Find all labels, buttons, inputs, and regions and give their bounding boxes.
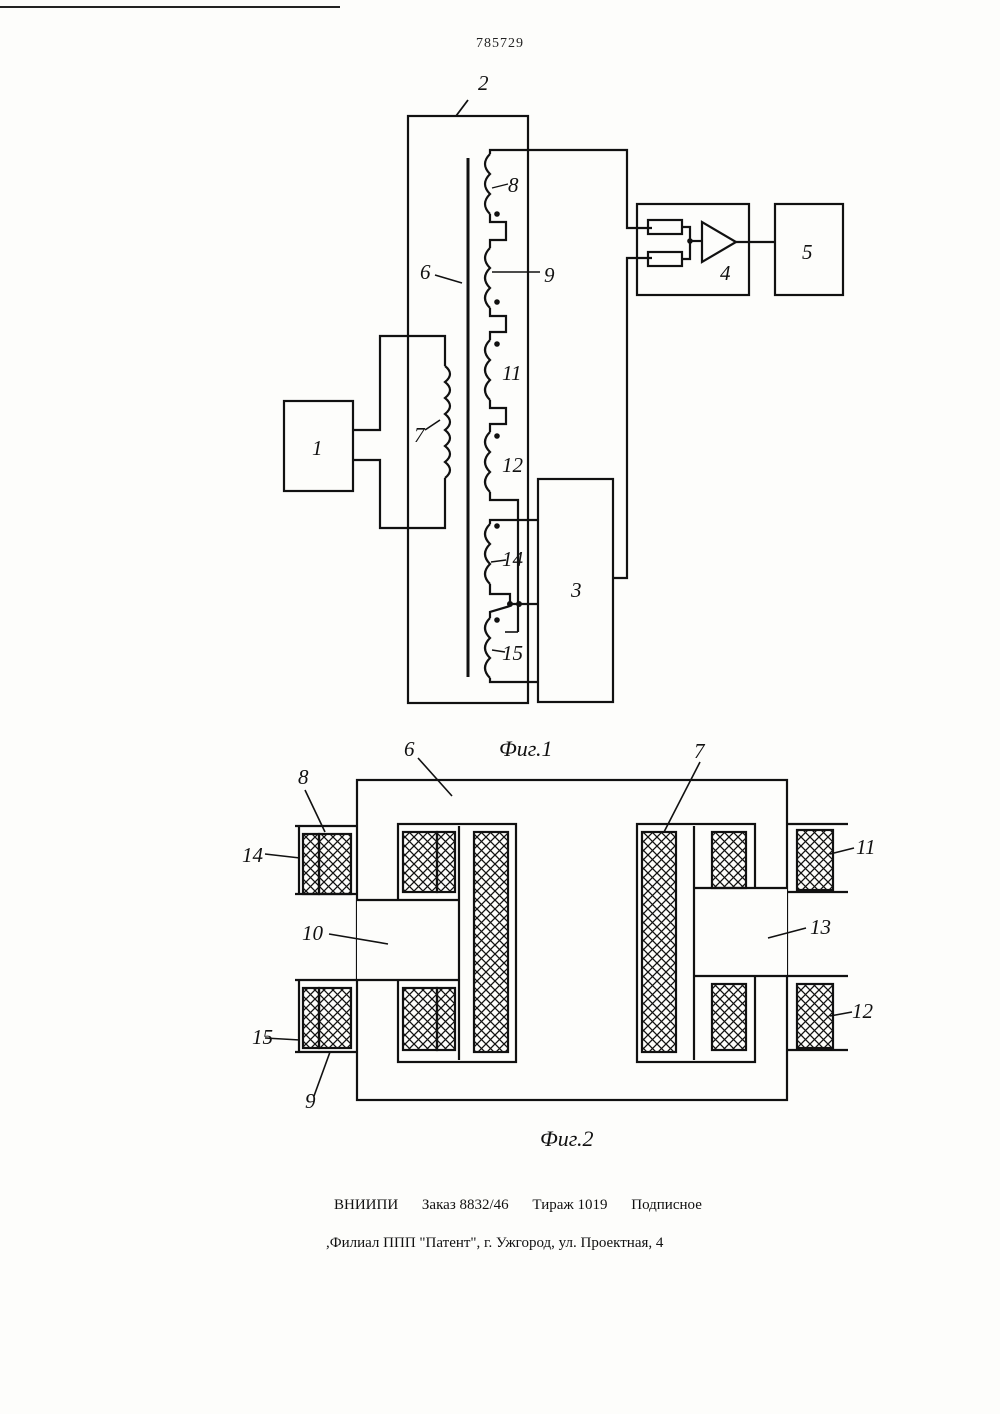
footer-circulation: Тираж 1019: [532, 1197, 607, 1213]
coil-11: [797, 830, 833, 890]
amplifier-symbol: [702, 222, 736, 262]
label-fig2-coil-8: 8: [298, 765, 309, 789]
coil-7: [445, 366, 450, 478]
coil-9-outer: [319, 988, 351, 1048]
label-coil-12: 12: [502, 453, 524, 477]
caption-fig-1: Фиг.1: [499, 736, 553, 761]
label-fig2-gap-10: 10: [302, 921, 324, 945]
label-fig2-core-6: 6: [404, 737, 415, 761]
footer-address: ,Филиал ППП "Патент", г. Ужгород, ул. Пр…: [326, 1235, 663, 1252]
figure-2: [265, 758, 854, 1100]
label-fig2-coil-9: 9: [305, 1089, 316, 1113]
footer-subscription: Подписное: [631, 1197, 702, 1213]
label-fig2-coil-14: 14: [242, 843, 264, 867]
coil-15: [303, 988, 319, 1048]
label-fig2-gap-13: 13: [810, 915, 831, 939]
label-coil-8: 8: [508, 173, 519, 197]
label-core-6: 6: [420, 260, 431, 284]
label-coil-14: 14: [502, 547, 524, 571]
label-coil-15: 15: [502, 641, 523, 665]
coil-11: [485, 340, 490, 400]
label-fig2-coil-15: 15: [252, 1025, 273, 1049]
coil-12: [797, 984, 833, 1048]
coil-7: [642, 832, 676, 1052]
label-coil-7: 7: [414, 423, 426, 447]
label-block-1: 1: [312, 436, 323, 460]
label-fig2-coil-11: 11: [856, 835, 875, 859]
label-coil-11: 11: [502, 361, 521, 385]
coil-12: [485, 432, 490, 492]
coil-14: [303, 834, 319, 894]
coil-9: [485, 248, 490, 308]
figure-1: [284, 100, 843, 703]
coil-8-inner: [403, 832, 437, 892]
label-amplifier-4: 4: [720, 261, 731, 285]
amplifier-4: [637, 204, 749, 295]
coil-8-outer: [319, 834, 351, 894]
large-winding-left: [474, 832, 508, 1052]
coil-14: [485, 524, 490, 584]
label-fig2-coil-7: 7: [694, 739, 706, 763]
coil-8: [485, 154, 490, 214]
coil-15: [485, 618, 490, 678]
publication-info: ВНИИПИ Заказ 8832/46 Тираж 1019 Подписно…: [334, 1197, 722, 1214]
footer-org: ВНИИПИ: [334, 1197, 398, 1213]
label-coil-9: 9: [544, 263, 555, 287]
label-fig2-coil-12: 12: [852, 999, 874, 1023]
label-block-5: 5: [802, 240, 813, 264]
coil-12-inner: [712, 984, 746, 1050]
coil-9-inner: [403, 988, 437, 1050]
coil-11-inner: [712, 832, 746, 888]
footer-order: Заказ 8832/46: [422, 1197, 509, 1213]
resistor-top: [648, 220, 682, 234]
caption-fig-2: Фиг.2: [540, 1126, 594, 1151]
label-housing-2: 2: [478, 71, 489, 95]
label-block-3: 3: [570, 578, 582, 602]
resistor-bottom: [648, 252, 682, 266]
